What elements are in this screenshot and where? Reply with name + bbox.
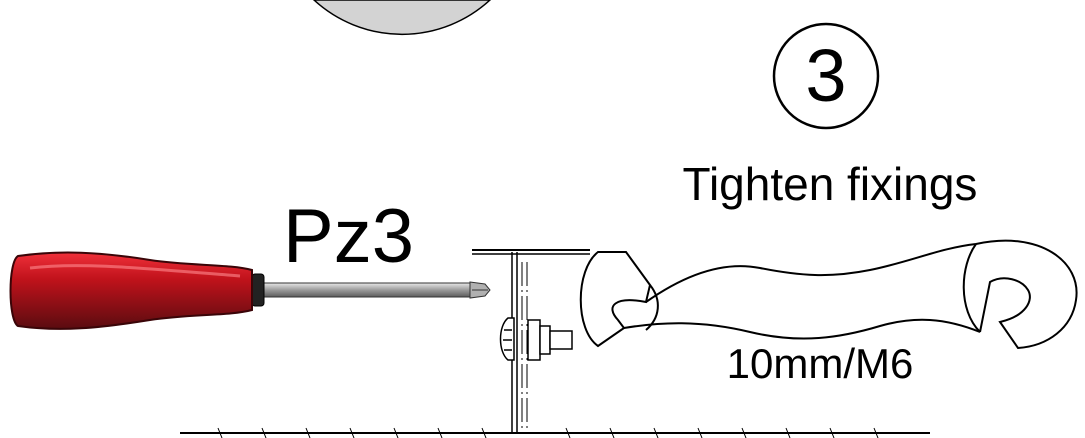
base-surface-line xyxy=(180,427,930,438)
spanner-size-label: 10mm/M6 xyxy=(727,340,914,387)
spanner-icon xyxy=(579,239,1078,350)
grey-disc-shape xyxy=(312,0,492,35)
step-number-badge: 3 xyxy=(772,22,880,130)
screwdriver-bit-label: Pz3 xyxy=(283,194,414,279)
bolt-nut-shape xyxy=(499,317,573,361)
step-title: Tighten fixings xyxy=(683,158,978,210)
screwdriver-icon xyxy=(9,251,491,330)
step-number: 3 xyxy=(805,34,846,117)
